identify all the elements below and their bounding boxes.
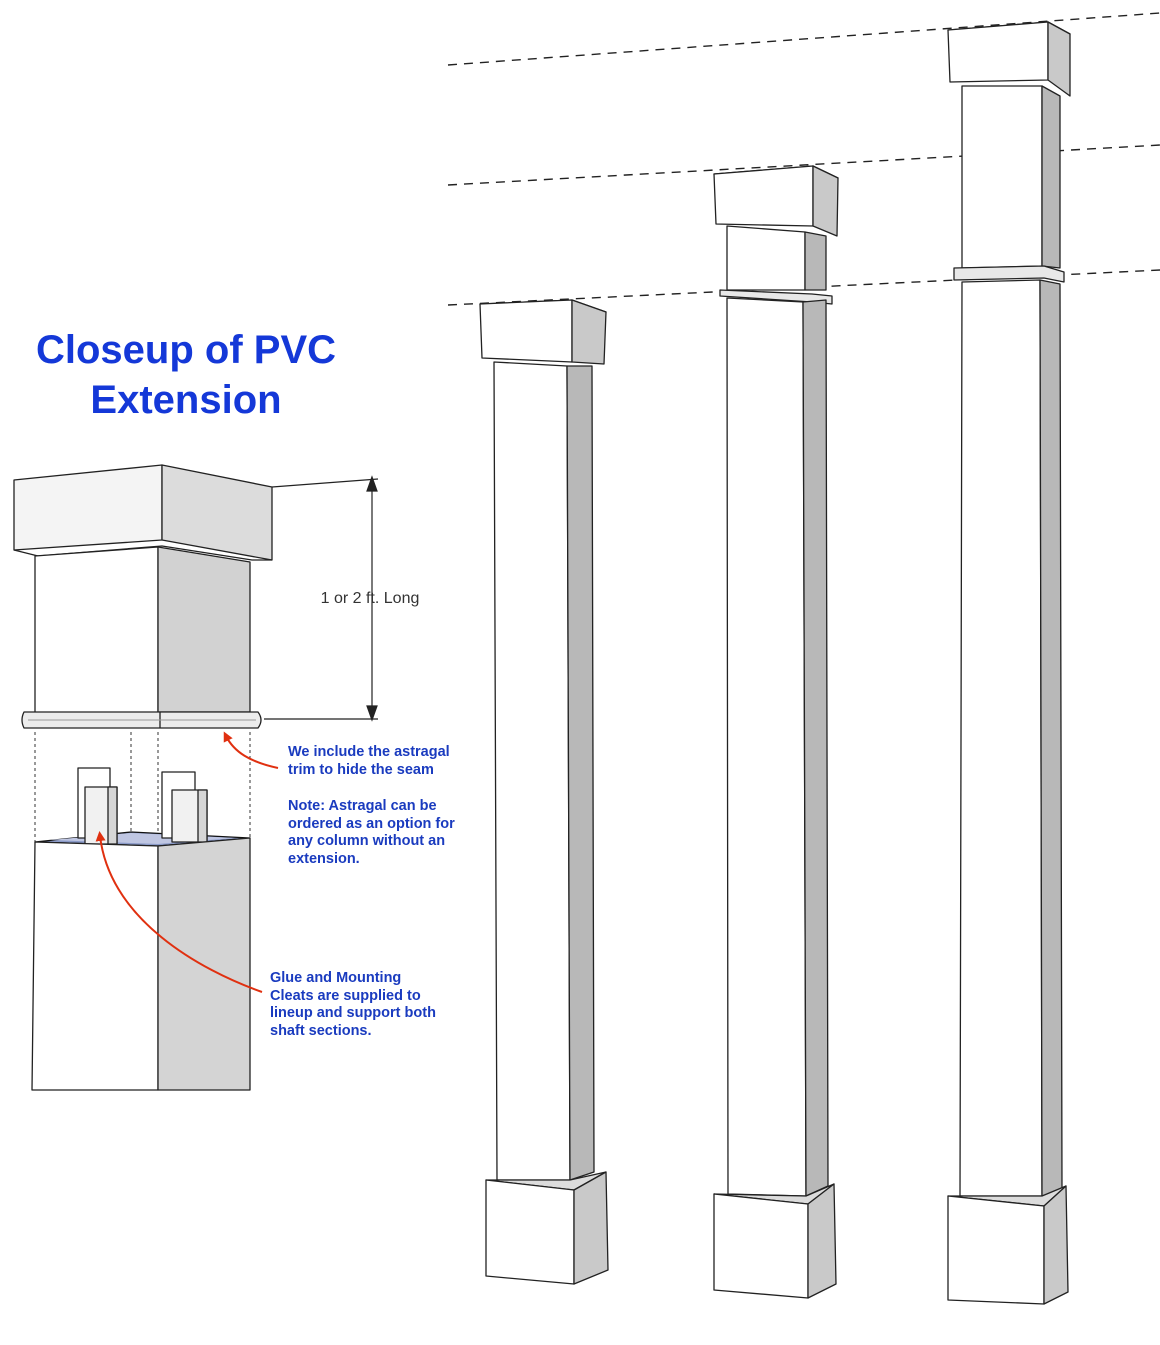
cleats-note: Glue and Mounting Cleats are supplied to… (270, 970, 436, 1040)
astragal-option-note: Note: Astragal can be ordered as an opti… (288, 798, 455, 868)
cleats-note-line: Cleats are supplied to (270, 987, 421, 1004)
closeup-cap-side (161, 464, 273, 561)
diagram-title-line-2: Extension (90, 378, 282, 422)
column-short-shaft-front (493, 361, 571, 1181)
column-tall (947, 21, 1071, 1305)
column-short-cap-side (571, 299, 607, 365)
closeup-extension-side (157, 546, 251, 713)
dimension-arrow-bottom (366, 705, 378, 722)
column-medium (713, 165, 839, 1299)
option-note-line: ordered as an option for (288, 815, 455, 832)
option-note-line: Note: Astragal can be (288, 798, 437, 814)
cleats-note-line: lineup and support both (270, 1005, 436, 1021)
astragal-note-line: We include the astragal (288, 744, 450, 760)
column-medium-base-front (713, 1193, 809, 1299)
column-short-base-front (485, 1179, 575, 1285)
option-note-line: any column without an (288, 833, 446, 849)
column-short-cap-front (479, 299, 573, 363)
cleats-note-line: shaft sections. (270, 1022, 372, 1039)
astragal-callout-arrow (223, 731, 279, 769)
column-medium-extension-front (726, 225, 806, 291)
closeup-extension (13, 464, 273, 1091)
column-tall-extension-side (1041, 85, 1061, 269)
callout-arrows (95, 731, 279, 993)
column-tall-shaft-side (1039, 279, 1063, 1197)
column-short-base-side (573, 1171, 609, 1285)
column-medium-shaft-front (726, 297, 807, 1197)
column-tall-cap-front (947, 21, 1049, 83)
option-note-line: extension. (288, 850, 360, 867)
column-tall-cap-side (1047, 21, 1071, 97)
column-medium-base-side (807, 1183, 837, 1299)
column-medium-astragal (719, 289, 833, 305)
cleats-note-line: Glue and Mounting (270, 970, 402, 986)
astragal-note-line: trim to hide the seam (288, 761, 434, 778)
guide-line-top (447, 12, 1160, 66)
column-short (479, 299, 609, 1285)
column-tall-extension-front (961, 85, 1043, 269)
dimension-indicator (264, 475, 379, 722)
column-medium-cap-side (812, 165, 839, 237)
diagram-title-line-1: Closeup of PVC (35, 328, 337, 372)
alignment-dots (34, 732, 251, 842)
dimension-arrow-top (366, 475, 378, 492)
column-tall-astragal (953, 265, 1065, 283)
mounting-cleats (77, 767, 208, 845)
dimension-label: 1 or 2 ft. Long (320, 590, 420, 607)
cleats-callout-arrow (95, 831, 263, 993)
astragal-note: We include the astragal trim to hide the… (288, 744, 450, 779)
closeup-extension-front (34, 546, 159, 715)
column-medium-shaft-side (802, 299, 829, 1197)
closeup-shaft-side (157, 837, 251, 1091)
column-tall-base-front (947, 1195, 1045, 1305)
column-medium-extension-side (804, 231, 827, 291)
column-short-shaft-side (566, 365, 595, 1181)
closeup-shaft-front (31, 841, 159, 1091)
column-tall-shaft-front (959, 279, 1043, 1197)
closeup-cap-front (13, 464, 163, 551)
column-tall-base-side (1043, 1185, 1069, 1305)
column-medium-cap-front (713, 165, 814, 227)
